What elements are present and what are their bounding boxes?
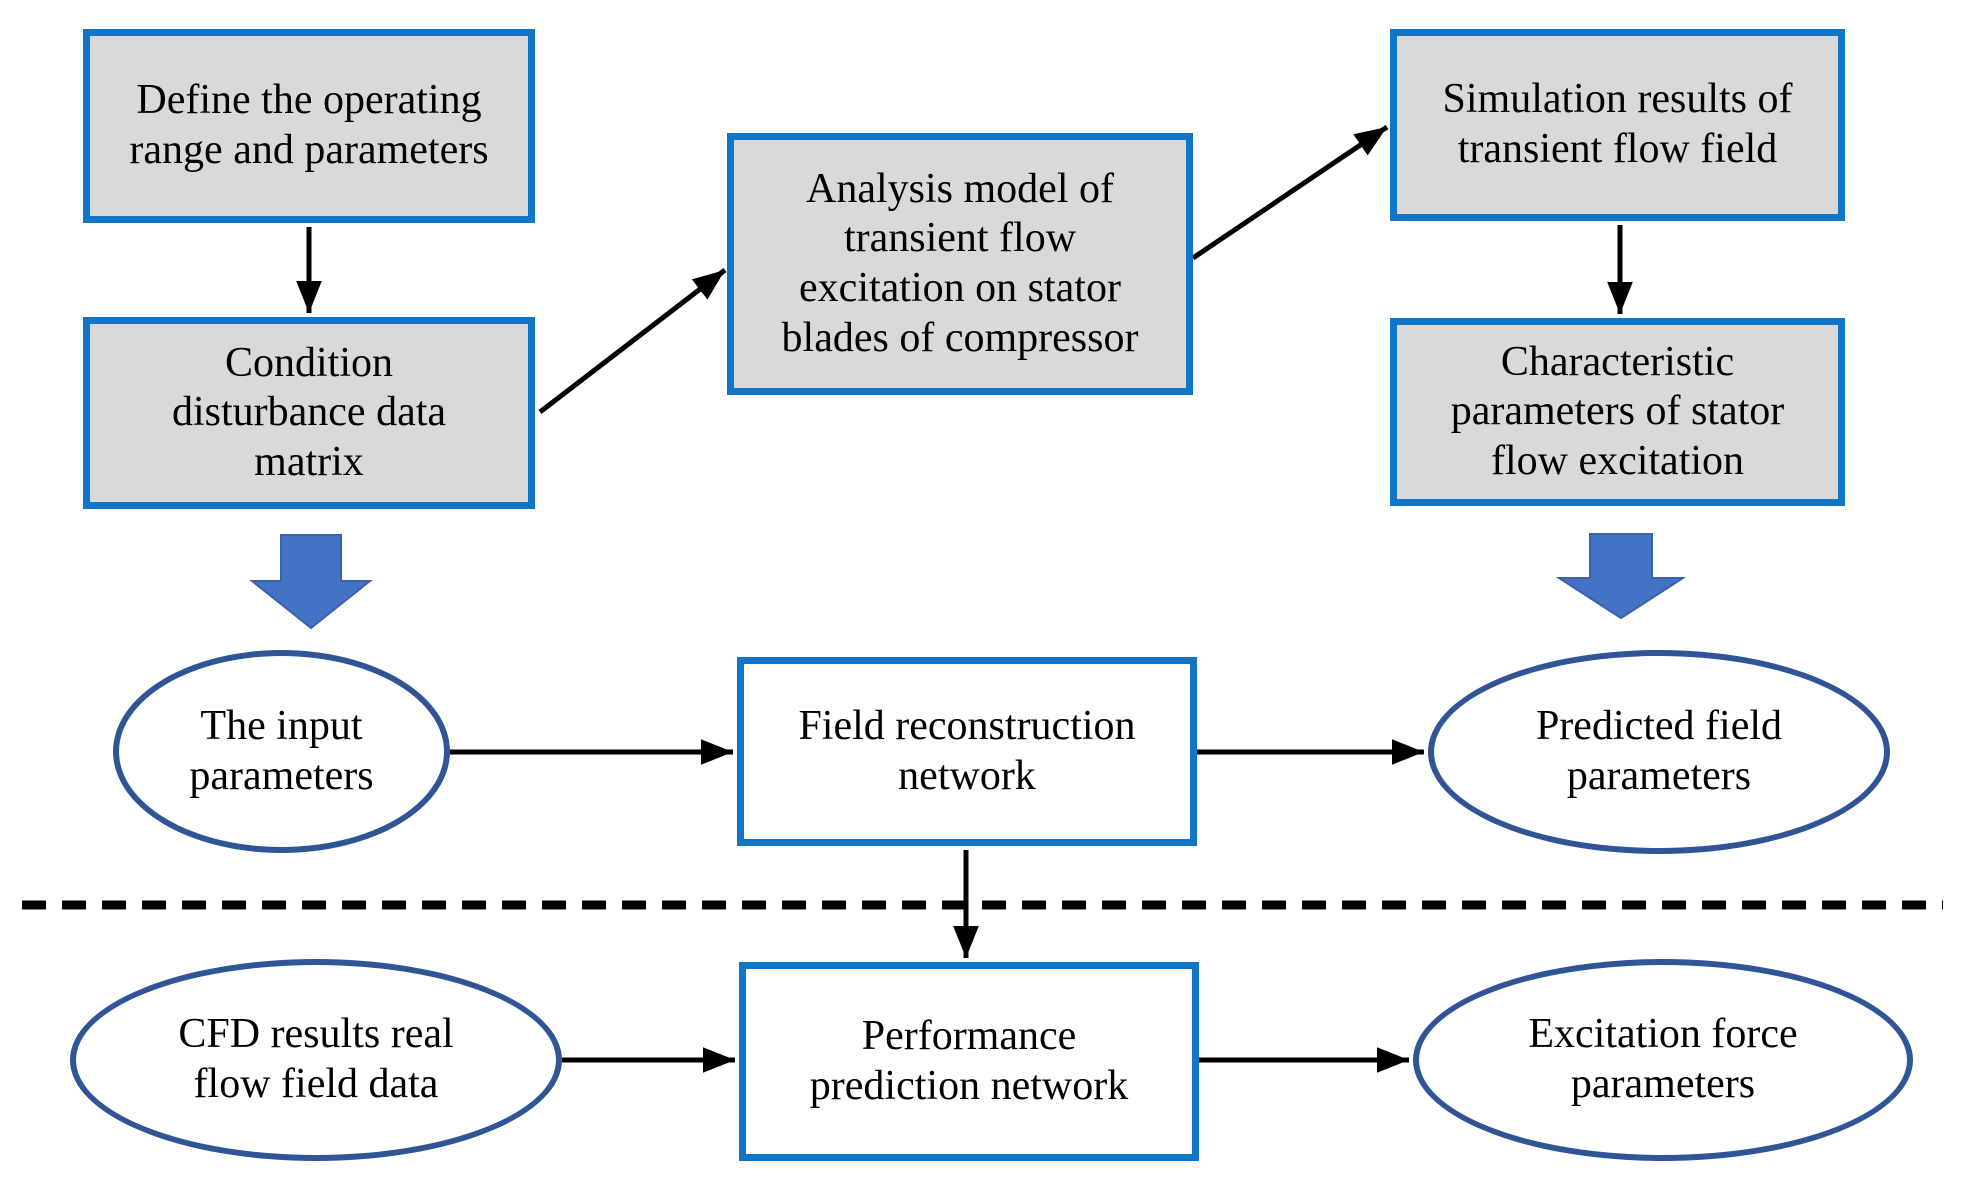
ellipse-label-line: The input xyxy=(200,702,363,749)
box-label-line: parameters of stator xyxy=(1450,388,1785,435)
box-label-line: disturbance data xyxy=(171,389,447,436)
box-label-line: Performance xyxy=(861,1012,1077,1059)
box-label-line: matrix xyxy=(254,438,364,485)
arrow-condition-to-analysis xyxy=(538,268,727,414)
ellipse-predicted-field-parameters: Predicted field parameters xyxy=(1428,650,1890,854)
ellipse-label-line: Excitation force xyxy=(1528,1011,1798,1058)
arrow-analysis-to-simulation xyxy=(1191,124,1389,261)
ellipse-label-line: flow field data xyxy=(193,1061,439,1107)
ellipse-label-line: Predicted field xyxy=(1535,703,1783,750)
box-simulation-results: Simulation results of transient flow fie… xyxy=(1390,29,1845,221)
box-label-line: prediction network xyxy=(809,1062,1129,1109)
box-label-line: transient flow xyxy=(843,215,1077,262)
box-analysis-model: Analysis model of transient flow excitat… xyxy=(727,133,1193,395)
block-arrow-characteristic-to-predicted xyxy=(1555,533,1687,620)
ellipse-label-line: parameters xyxy=(1570,1061,1756,1107)
box-field-reconstruction-network: Field reconstruction network xyxy=(737,657,1197,846)
ellipse-label-line: parameters xyxy=(1566,753,1752,799)
box-label-line: flow excitation xyxy=(1490,437,1745,484)
ellipse-excitation-force-parameters: Excitation force parameters xyxy=(1413,959,1913,1161)
ellipse-label-line: parameters xyxy=(189,752,374,799)
box-label-line: range and parameters xyxy=(129,127,489,173)
box-label-line: blades of compressor xyxy=(781,314,1139,361)
box-condition-disturbance-matrix: Condition disturbance data matrix xyxy=(83,317,535,509)
box-define-operating-range: Define the operating range and parameter… xyxy=(83,29,535,223)
box-performance-prediction-network: Performance prediction network xyxy=(739,962,1199,1161)
box-label-line: Analysis model of xyxy=(806,165,1114,212)
box-label-line: Condition xyxy=(224,339,394,386)
box-characteristic-parameters: Characteristic parameters of stator flow… xyxy=(1390,318,1845,506)
box-label-line: Field reconstruction xyxy=(798,702,1136,749)
block-arrow-condition-to-input xyxy=(249,534,373,630)
box-label-line: Define the operating xyxy=(136,77,482,124)
ellipse-cfd-results: CFD results real flow field data xyxy=(70,959,562,1161)
box-label-line: transient flow field xyxy=(1457,126,1778,172)
box-label-line: Characteristic xyxy=(1500,338,1735,385)
box-label-line: Simulation results of xyxy=(1442,76,1793,123)
ellipse-label-line: CFD results real xyxy=(178,1011,454,1058)
ellipse-input-parameters: The input parameters xyxy=(113,650,450,853)
box-label-line: excitation on stator xyxy=(799,265,1121,311)
box-label-line: network xyxy=(898,752,1036,799)
